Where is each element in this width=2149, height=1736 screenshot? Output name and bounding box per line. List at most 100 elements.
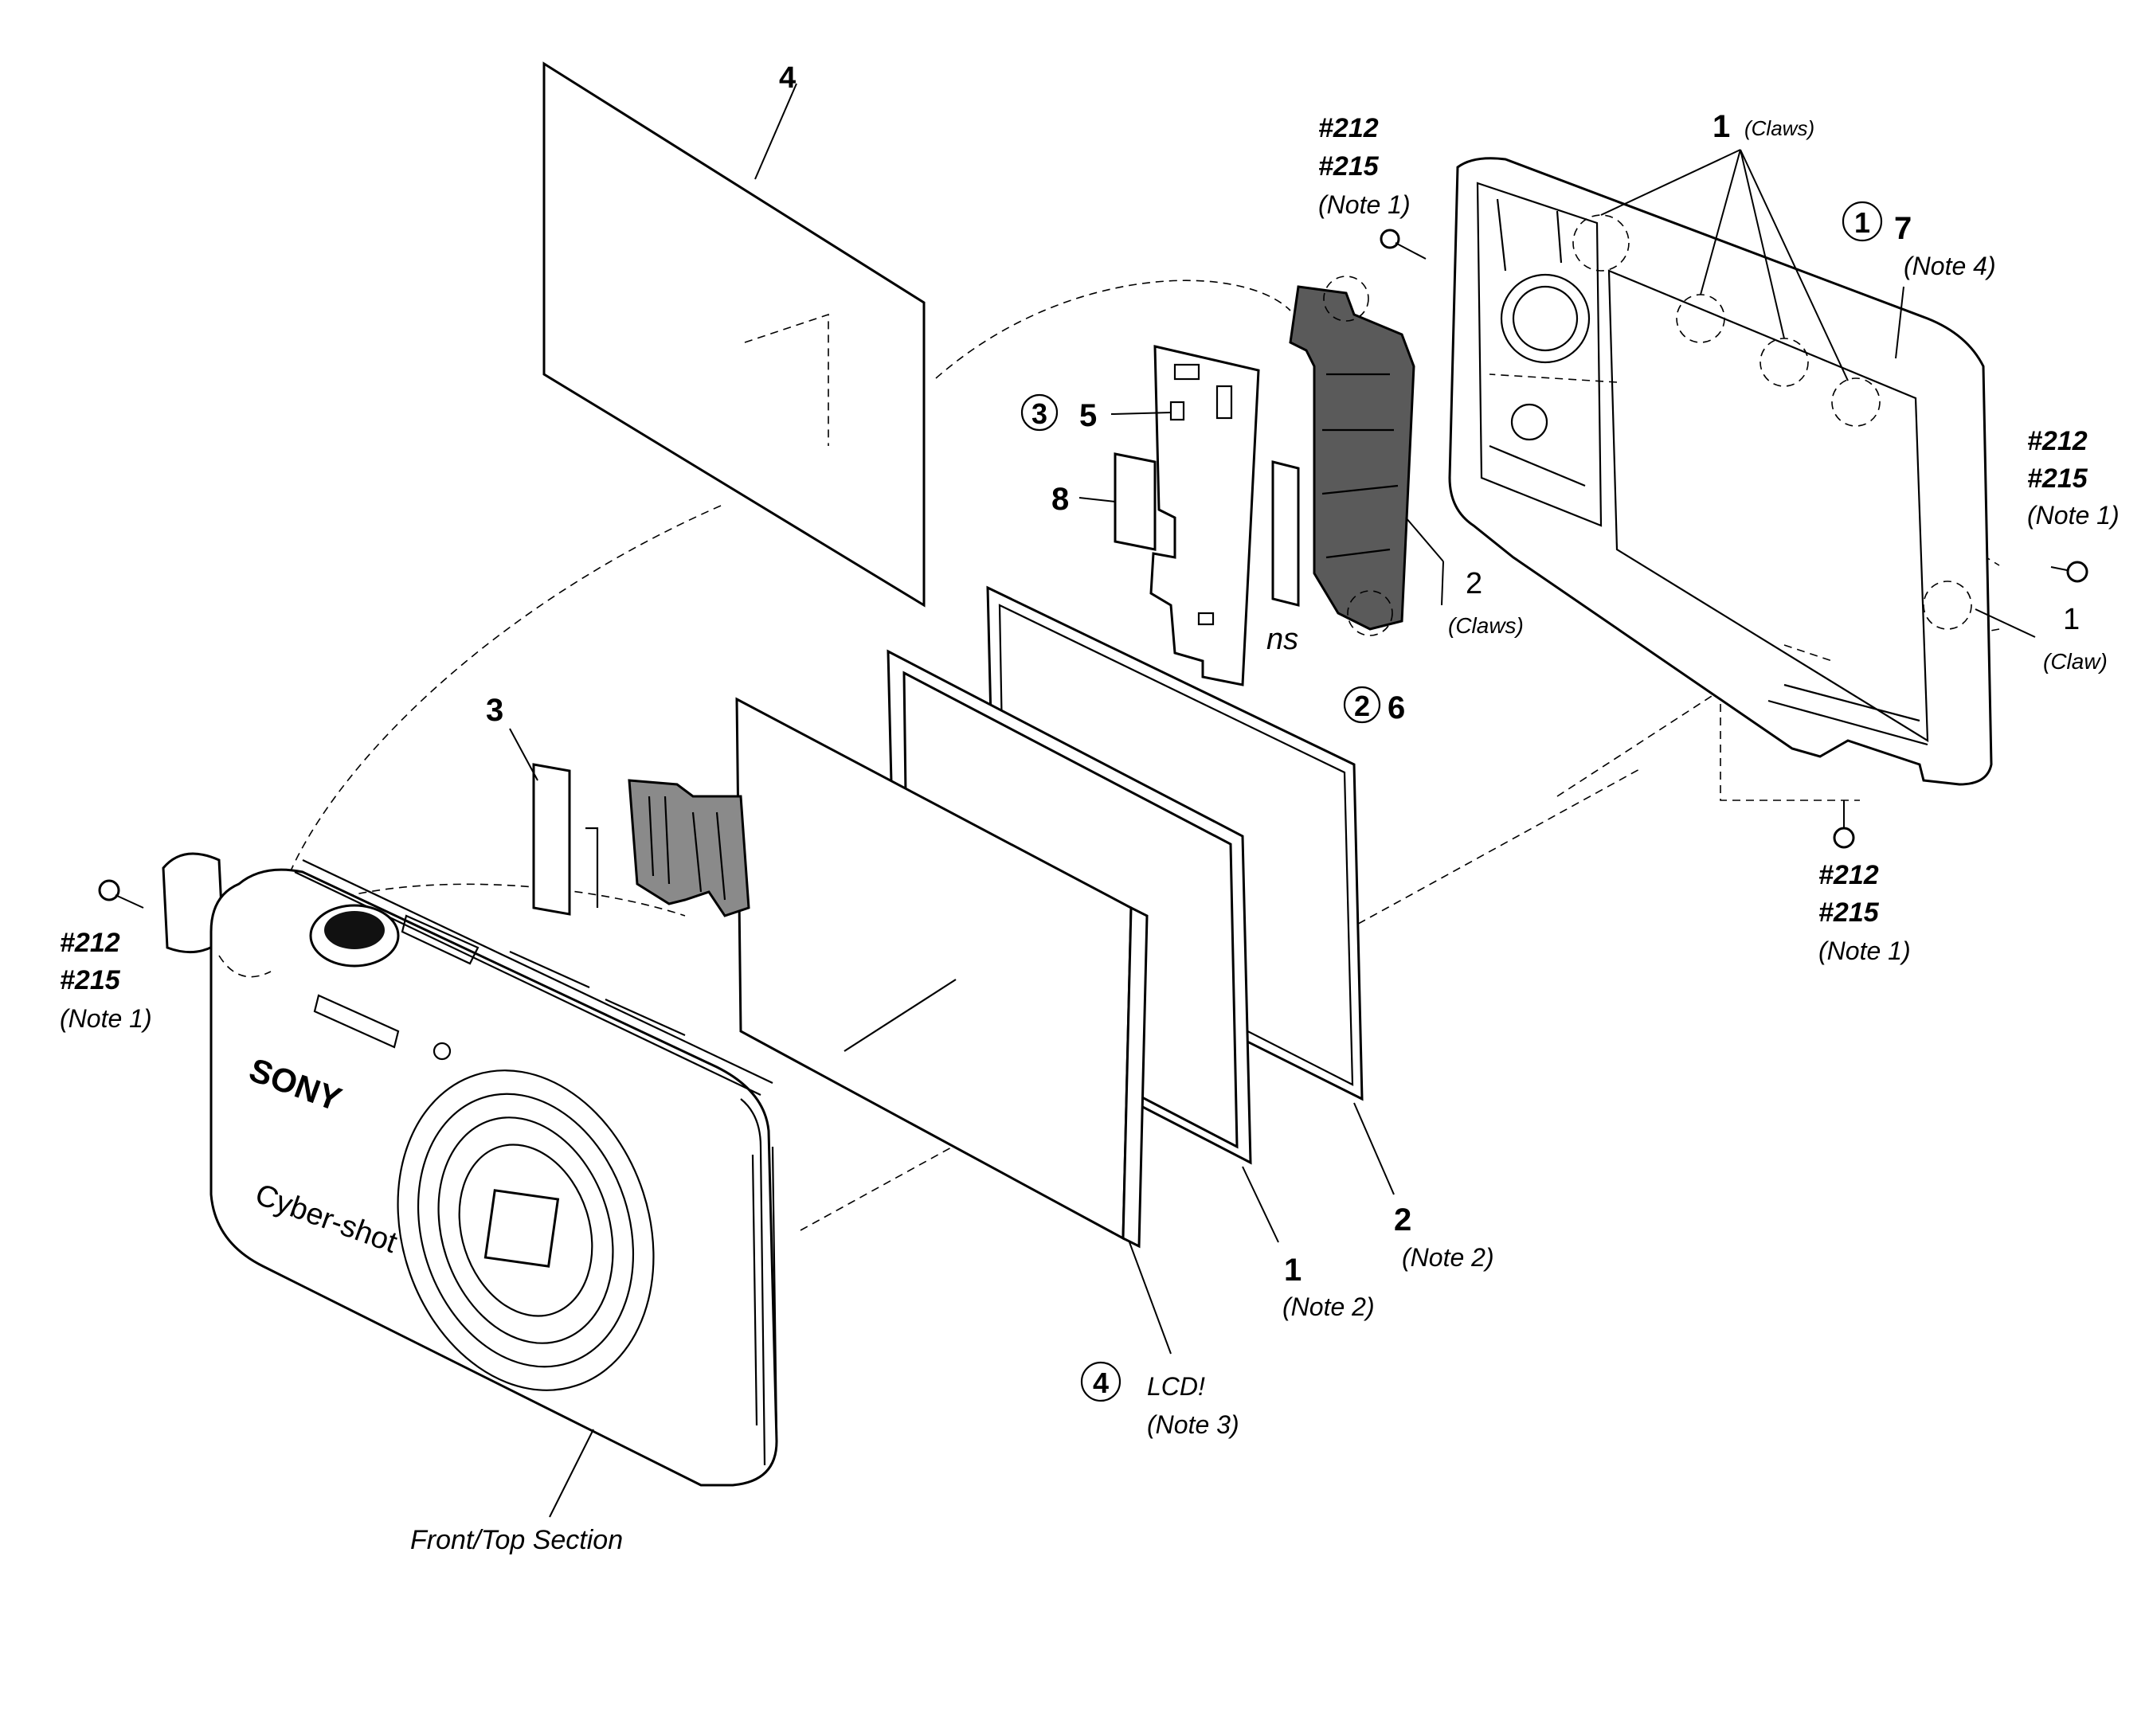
claws-1-text: (Claws): [1744, 116, 1814, 140]
leader-line: [1110, 412, 1172, 415]
step-4-number: 4: [1093, 1367, 1109, 1399]
leader-line: [1242, 1166, 1279, 1243]
top-controls: [401, 914, 686, 1037]
cabinet-left-wall: [1476, 182, 1603, 527]
leader-line: [549, 1429, 594, 1518]
step-1-circle: [1842, 201, 1883, 242]
claw-right-text: (Claw): [2043, 649, 2108, 674]
frame-1-number: 1: [1284, 1253, 1302, 1288]
part-4-label: 4: [779, 61, 796, 95]
screw-icon: [1833, 800, 1855, 849]
frame-1-note: (Note 2): [1282, 1292, 1375, 1321]
claws-2-number: 2: [1466, 567, 1482, 600]
cabinet-boss: [1510, 403, 1548, 441]
left-screw-212: #212: [60, 928, 120, 958]
right-screw-215: #215: [2027, 463, 2088, 494]
cabinet-inner-opening: [1607, 269, 1929, 743]
part-6-label: 6: [1388, 690, 1405, 725]
lcd-edge: [1121, 905, 1149, 1249]
board-texture: [1321, 373, 1399, 559]
cabinet-circle: [1500, 273, 1591, 364]
camera-body: [209, 868, 778, 1487]
alignment-line: [935, 280, 1291, 379]
claw-position: [1347, 590, 1393, 636]
step-1-number: 1: [1854, 206, 1870, 239]
alignment-line: [1720, 677, 1860, 801]
part-5-label: 5: [1079, 398, 1097, 433]
bottom-screw-212: #212: [1818, 860, 1879, 890]
bracket-hole: [1197, 612, 1215, 626]
right-screw-note: (Note 1): [2027, 501, 2120, 530]
step-3-number: 3: [1031, 397, 1047, 430]
leader-line: [1078, 497, 1116, 502]
screw-icon: [1380, 229, 1427, 260]
flex-board-outline: [628, 779, 750, 917]
bottom-screw-note: (Note 1): [1818, 936, 1911, 965]
bottom-screw-215: #215: [1818, 897, 1880, 928]
alignment-line: [1556, 648, 1785, 797]
step-4-circle: [1080, 1361, 1121, 1402]
part-3-label: 3: [486, 693, 503, 728]
lens-ring-outer: [397, 1069, 655, 1391]
cabinet-circle-inner: [1512, 285, 1579, 352]
right-screw-212: #212: [2027, 426, 2088, 456]
tr-screw-215: #215: [1318, 151, 1380, 182]
left-screw-215: #215: [60, 965, 121, 995]
flexible-board-part-6: [1289, 276, 1415, 636]
leader-line: [1405, 517, 1444, 562]
step-2-circle: [1343, 686, 1381, 724]
lens-ring: [458, 1144, 593, 1317]
cabinet-detail: [1489, 198, 1586, 487]
lcd-label: LCD!: [1147, 1372, 1205, 1401]
flex-board-detail: [648, 796, 726, 901]
step-2-number: 2: [1354, 690, 1370, 722]
claw-position: [1572, 214, 1630, 272]
protective-sheet: [542, 61, 926, 608]
shutter-button: [324, 911, 385, 949]
leader-line: [1975, 608, 2036, 638]
alignment-line: [1783, 644, 1833, 662]
lens-ring: [417, 1093, 635, 1368]
sheet-hidden-edge: [744, 313, 829, 446]
board-outline: [1289, 285, 1415, 631]
claws-1-number: 1: [1713, 109, 1730, 144]
lens-ring: [437, 1116, 614, 1344]
note-4-label: (Note 4): [1904, 252, 1996, 280]
claw-position: [1323, 276, 1369, 322]
screw-icon: [98, 879, 144, 909]
bracket-tab: [1169, 401, 1185, 421]
alignment-line: [306, 883, 686, 917]
claw-right-number: 1: [2063, 603, 2080, 636]
frame-2-number: 2: [1394, 1202, 1411, 1237]
step-3-circle: [1020, 393, 1059, 432]
leader-line: [509, 728, 538, 781]
bracket-part: [1149, 345, 1260, 686]
claw-position: [1831, 377, 1881, 427]
leader-line: [1353, 1102, 1395, 1195]
tape-part-8: [1114, 452, 1157, 551]
front-section-label: Front/Top Section: [410, 1525, 623, 1555]
bracket-outline: [1149, 345, 1260, 686]
note-3-label: (Note 3): [1147, 1410, 1239, 1439]
hidden-contour: [218, 955, 272, 978]
claws-2-text: (Claws): [1448, 613, 1524, 638]
tape-part-3: [532, 763, 571, 916]
bracket-slot: [1215, 385, 1233, 420]
camera-edge: [751, 1146, 778, 1434]
claw-position: [1923, 581, 1972, 630]
flash-window: [313, 994, 400, 1049]
rear-cabinet-part-7: [1448, 157, 1993, 786]
leader-line: [754, 83, 797, 180]
alignment-line: [1489, 373, 1618, 383]
lcd-panel: [735, 697, 1149, 1249]
bracket-slot: [1173, 363, 1200, 381]
part-8-label: 8: [1051, 482, 1069, 517]
left-screw-note: (Note 1): [60, 1004, 152, 1033]
frame-2-note: (Note 2): [1402, 1243, 1494, 1272]
part-7-label: 7: [1894, 211, 1912, 246]
tr-screw-note: (Note 1): [1318, 190, 1411, 219]
lens-element: [483, 1189, 560, 1268]
camera-edge: [740, 1098, 766, 1466]
claws-1-leaders: [1600, 149, 1849, 381]
